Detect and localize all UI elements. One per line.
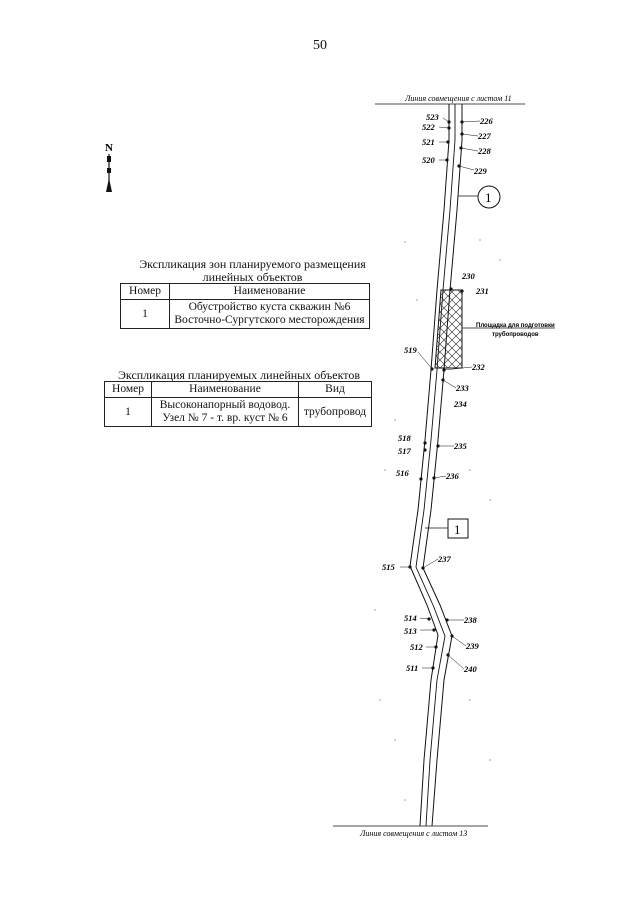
pipeline-line [415,104,456,827]
point-label: 238 [463,615,478,625]
point-label: 520 [422,155,436,165]
objects-table: Номер Наименование Вид 1 Высоконапорный … [104,381,372,427]
zones-name-line1: Обустройство куста скважин №6 [188,301,351,313]
object-marker-label: 1 [454,522,461,537]
point-label: 233 [455,383,470,393]
point-label: 515 [382,562,396,572]
point-label: 237 [437,554,452,564]
point-label: 227 [477,131,492,141]
bottom-match-label: Линия совмещения с листом 13 [359,829,467,838]
point-label: 236 [445,471,460,481]
point-label: 235 [453,441,468,451]
zone-boundary-right [422,104,463,827]
point-label: 523 [426,112,440,122]
zones-title-line2: линейных объектов [202,270,303,284]
objects-header-type: Вид [298,381,372,398]
top-match-label: Линия совмещения с листом 11 [404,94,512,103]
zones-table-title: Экспликация зон планируемого размещения … [120,258,385,284]
point-label: 230 [461,271,476,281]
objects-cell-type: трубопровод [298,397,372,427]
object-marker [447,518,469,539]
zone-marker [477,185,501,209]
objects-table-title: Экспликация планируемых линейных объекто… [117,368,361,382]
zone-marker-label: 1 [485,190,492,205]
point-label: 522 [422,122,436,132]
objects-name-line2: Узел № 7 - т. вр. куст № 6 [162,412,288,424]
point-label: 519 [404,345,418,355]
point-label: 231 [475,286,489,296]
point-label: 226 [479,116,494,126]
zones-table: Номер Наименование 1 Обустройство куста … [120,283,370,329]
background-survey-marks [374,239,501,801]
zones-title-line1: Экспликация зон планируемого размещения [139,257,366,271]
zone-boundary-left [409,104,450,827]
point-label: 516 [396,468,410,478]
north-label: N [105,142,113,154]
pipe-preparation-site [434,289,463,369]
point-label: 513 [404,626,418,636]
point-label: 514 [404,613,417,623]
zones-header-number: Номер [120,283,170,300]
point-label: 229 [473,166,488,176]
site-callout-line1: Площадка для подготовки [476,323,555,329]
leader-lines [400,117,481,670]
objects-name-line1: Высоконапорный водовод. [159,399,291,411]
point-label: 518 [398,433,412,443]
point-label: 517 [398,446,412,456]
site-callout-line2: трубопроводов [492,331,539,338]
point-label: 240 [463,664,478,674]
point-label: 234 [453,399,467,409]
point-label: 239 [465,641,480,651]
objects-header-name: Наименование [151,381,299,398]
point-label: 232 [471,362,486,372]
zones-cell-name: Обустройство куста скважин №6 Восточно-С… [169,299,370,329]
north-arrow: N [100,140,120,200]
zones-name-line2: Восточно-Сургутского месторождения [174,314,365,326]
point-label: 521 [422,137,435,147]
zones-cell-number: 1 [120,299,170,329]
point-label: 511 [406,663,418,673]
point-label: 512 [410,642,424,652]
table-row: 1 Обустройство куста скважин №6 Восточно… [120,299,370,329]
page-number: 50 [313,38,327,53]
point-label: 228 [477,146,492,156]
left-point-labels: 523 522 521 520 519 518 517 516 515 514 … [382,112,451,673]
table-row: 1 Высоконапорный водовод. Узел № 7 - т. … [104,397,372,427]
